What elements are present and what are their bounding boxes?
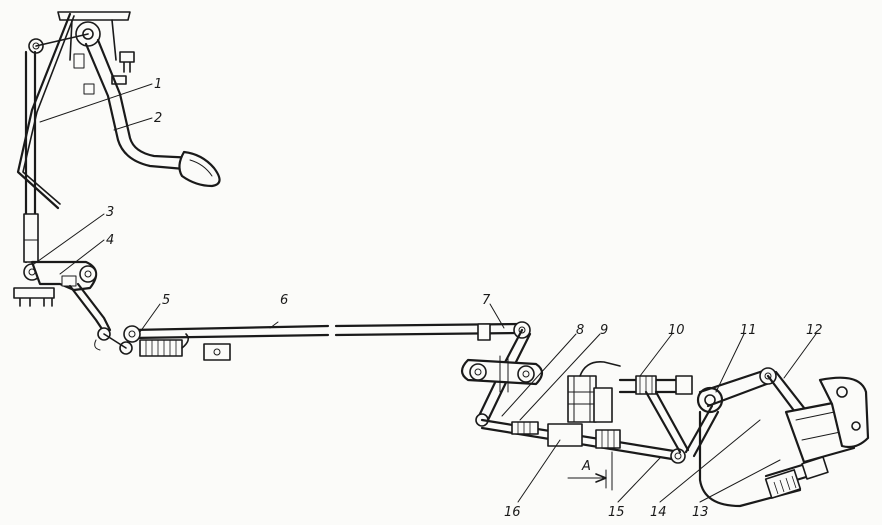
- bell-crank: [13, 260, 112, 351]
- callout-15: 15: [608, 505, 625, 520]
- clutch-cylinder: [764, 376, 870, 499]
- callout-5: 5: [162, 293, 170, 308]
- callout-1: 1: [154, 77, 162, 92]
- callout-4: 4: [106, 233, 114, 248]
- lower-actuator-rod: [480, 418, 686, 464]
- callout-14: 14: [650, 505, 667, 520]
- callout-16: 16: [504, 505, 521, 520]
- servo-cylinder: A: [567, 360, 693, 491]
- callout-12: 12: [806, 323, 823, 338]
- dimension-a-label: A: [581, 459, 591, 474]
- callout-11: 11: [740, 323, 757, 338]
- callout-8: 8: [576, 323, 584, 338]
- callout-10: 10: [668, 323, 685, 338]
- callout-13: 13: [692, 505, 709, 520]
- pedal-assembly: [16, 11, 221, 210]
- callout-6: 6: [280, 293, 288, 308]
- callout-7: 7: [482, 293, 491, 308]
- callout-2: 2: [154, 111, 162, 126]
- leader-lines: [33, 83, 817, 503]
- intermediate-lever: [460, 328, 544, 427]
- callout-3: 3: [106, 205, 114, 220]
- callout-9: 9: [600, 323, 608, 338]
- vertical-push-rod: [23, 50, 39, 264]
- horizontal-rod: [103, 321, 531, 361]
- callouts: 1 2 3 4 5 6 7 8 9 10 11 12 13 14 15 16: [106, 77, 823, 520]
